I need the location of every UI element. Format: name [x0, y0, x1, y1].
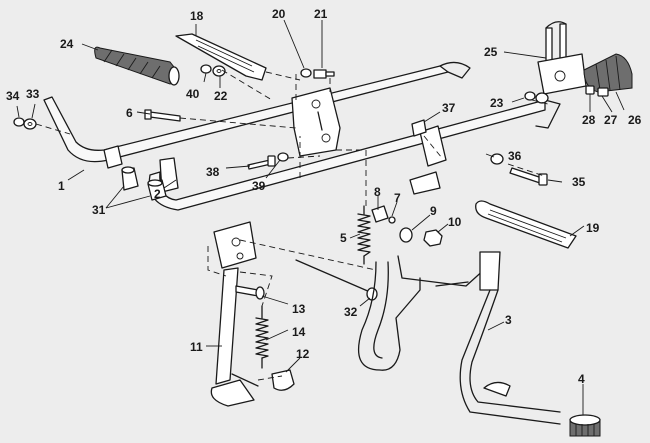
label-8: 8 [374, 185, 381, 199]
label-23: 23 [490, 96, 504, 110]
label-1: 1 [58, 179, 65, 193]
label-32: 32 [344, 305, 358, 319]
leader-lines [16, 19, 625, 415]
pin-7-8 [371, 205, 396, 224]
washers-22-40 [200, 64, 226, 77]
label-38: 38 [206, 165, 220, 179]
label-11: 11 [190, 340, 203, 354]
label-27: 27 [604, 113, 618, 127]
footrest-plate-19 [475, 200, 577, 249]
label-20: 20 [272, 7, 286, 21]
hardware-27-28 [585, 85, 609, 97]
label-26: 26 [628, 113, 642, 127]
label-22: 22 [214, 89, 228, 103]
label-6: 6 [126, 106, 133, 120]
label-25: 25 [484, 45, 498, 59]
label-18: 18 [190, 9, 204, 23]
label-13: 13 [292, 302, 306, 316]
bolt-13 [235, 285, 265, 300]
label-2: 2 [154, 187, 161, 201]
label-28: 28 [582, 113, 596, 127]
spacers-31 [121, 166, 167, 201]
pin-37 [411, 119, 427, 137]
label-31: 31 [92, 203, 106, 217]
footrest-plate-18 [175, 33, 267, 81]
label-9: 9 [430, 204, 437, 218]
washers-23 [524, 91, 549, 104]
center-stand-3 [357, 251, 561, 425]
buffer-12 [271, 369, 295, 391]
stand-rubber-4 [569, 414, 601, 437]
passenger-footrest-25 [537, 21, 587, 95]
label-21: 21 [314, 7, 328, 21]
spring-5 [357, 205, 371, 265]
bolt-35-washer-36 [490, 153, 548, 186]
washer-nut-9-10 [399, 227, 443, 247]
label-12: 12 [296, 347, 310, 361]
label-19: 19 [586, 221, 600, 235]
label-14: 14 [292, 325, 306, 339]
long-bolt-32 [295, 259, 378, 301]
part-labels: 1 2 3 4 5 6 7 8 9 10 11 12 13 14 18 19 2… [6, 7, 642, 386]
footrest-rubber-26 [583, 53, 633, 93]
central-bracket [291, 87, 341, 157]
assembly-lines [35, 69, 549, 381]
bolt-20-21 [300, 68, 335, 79]
label-34: 34 [6, 89, 20, 103]
label-40: 40 [186, 87, 200, 101]
footrest-bar-1 [43, 61, 471, 169]
label-7: 7 [394, 191, 401, 205]
label-5: 5 [340, 231, 347, 245]
label-37: 37 [442, 101, 456, 115]
label-35: 35 [572, 175, 586, 189]
label-10: 10 [448, 215, 462, 229]
label-36: 36 [508, 149, 522, 163]
footrest-rubber-24 [94, 46, 180, 86]
label-3: 3 [505, 313, 512, 327]
bolt-38-39 [247, 152, 289, 170]
label-4: 4 [578, 372, 585, 386]
side-stand-bracket [213, 221, 257, 269]
bolt-6 [144, 109, 181, 122]
spring-14 [255, 305, 269, 369]
washers-33-34 [13, 117, 37, 130]
label-24: 24 [60, 37, 74, 51]
label-33: 33 [26, 87, 40, 101]
label-39: 39 [252, 179, 266, 193]
